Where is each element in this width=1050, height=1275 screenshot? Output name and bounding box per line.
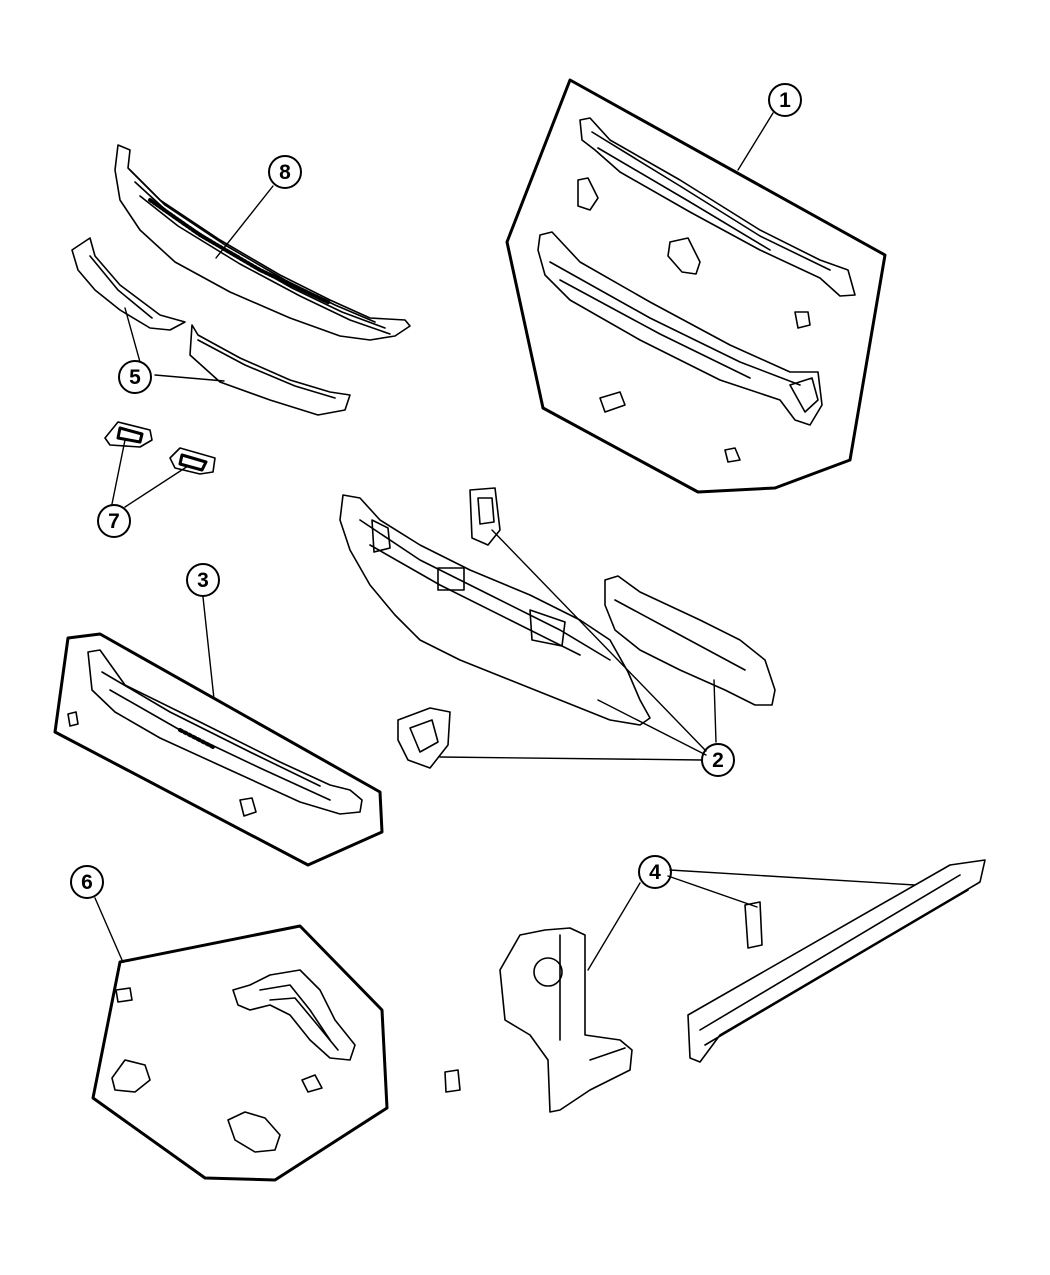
leader-7b	[124, 465, 189, 508]
pillar-sill-part	[444, 859, 986, 1113]
callout-6-label: 6	[81, 871, 93, 894]
callout-7: 7	[97, 504, 131, 538]
leader-2c	[713, 679, 717, 743]
cowl-grille-part	[114, 144, 411, 341]
leader-2a	[491, 529, 707, 752]
leader-6	[94, 897, 123, 961]
leader-4b	[667, 875, 758, 908]
cowl-seal-part	[71, 237, 351, 416]
callout-5-label: 5	[129, 366, 141, 389]
callout-3-label: 3	[197, 569, 209, 592]
callout-2-label: 2	[712, 749, 724, 772]
callout-3: 3	[186, 563, 220, 597]
callout-2: 2	[701, 743, 735, 777]
callout-6: 6	[70, 865, 104, 899]
group-1-border	[505, 78, 887, 494]
leader-1	[737, 112, 774, 171]
dash-panel-part	[339, 487, 776, 769]
group-3-border	[53, 632, 384, 867]
leader-2b	[597, 699, 707, 756]
leader-5b	[154, 374, 225, 382]
leader-2d	[439, 756, 703, 761]
floor-bracket-part	[111, 969, 356, 1153]
callout-5: 5	[118, 360, 152, 394]
leader-4a	[587, 882, 641, 971]
cowl-top-part	[67, 649, 363, 817]
callout-4: 4	[638, 855, 672, 889]
cowl-panel-part	[537, 117, 856, 463]
leader-8	[215, 185, 274, 259]
leader-5a	[124, 307, 141, 363]
leader-7a	[111, 439, 126, 505]
callout-1: 1	[768, 83, 802, 117]
callout-8: 8	[268, 155, 302, 189]
callout-7-label: 7	[108, 510, 120, 533]
callout-1-label: 1	[779, 89, 791, 112]
bracket-pair-part	[104, 421, 216, 475]
group-6-border	[91, 924, 389, 1182]
callout-8-label: 8	[279, 161, 291, 184]
callout-4-label: 4	[649, 861, 661, 884]
leader-4c	[669, 869, 916, 886]
leader-3	[202, 596, 215, 700]
leader-lines	[94, 112, 916, 971]
